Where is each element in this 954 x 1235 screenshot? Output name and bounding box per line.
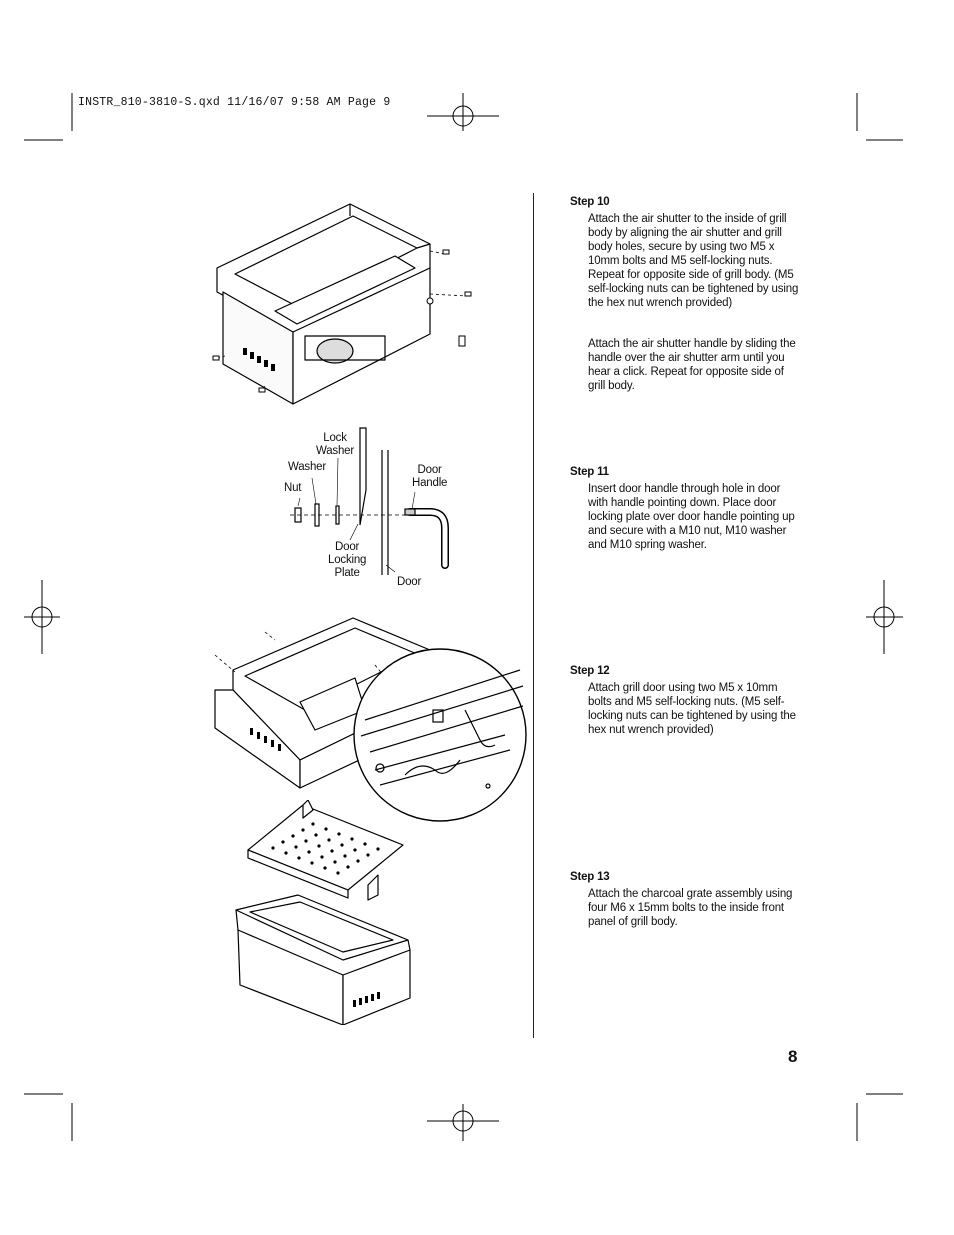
step-12: Step 12 Attach grill door using two M5 x… — [570, 665, 802, 737]
label-door: Door — [397, 576, 422, 588]
step-paragraph: Attach grill door using two M5 x 10mm bo… — [588, 682, 796, 736]
step-13: Step 13 Attach the charcoal grate assemb… — [570, 871, 802, 929]
label-nut: Nut — [284, 482, 302, 494]
label-door-handle: Door Handle — [412, 464, 448, 489]
step-title: Step 13 — [570, 871, 610, 883]
step-paragraph: Insert door handle through hole in door … — [588, 483, 795, 551]
page-number: 8 — [788, 1047, 798, 1066]
door-handle-assembly-illustration — [290, 427, 449, 575]
step-title: Step 10 — [570, 196, 610, 208]
grill-door-attachment-illustration — [214, 617, 527, 822]
label-lock-washer: Lock Washer — [316, 432, 354, 457]
label-washer: Washer — [288, 461, 326, 473]
charcoal-grate-assembly-illustration — [235, 800, 411, 1025]
step-paragraph: Attach the charcoal grate assembly using… — [588, 888, 793, 928]
file-slug-line: INSTR_810-3810-S.qxd 11/16/07 9:58 AM Pa… — [78, 96, 391, 109]
step-title: Step 11 — [570, 466, 609, 478]
grill-body-air-shutter-illustration — [212, 203, 472, 405]
column-divider — [533, 193, 534, 1038]
step-paragraph: Attach the air shutter to the inside of … — [588, 213, 799, 309]
step-11: Step 11 Insert door handle through hole … — [570, 466, 802, 552]
step-paragraph: Attach the air shutter handle by sliding… — [588, 338, 796, 392]
step-10: Step 10 Attach the air shutter to the in… — [570, 196, 802, 393]
step-title: Step 12 — [570, 665, 610, 677]
label-door-locking-plate: Door Locking Plate — [328, 541, 367, 579]
